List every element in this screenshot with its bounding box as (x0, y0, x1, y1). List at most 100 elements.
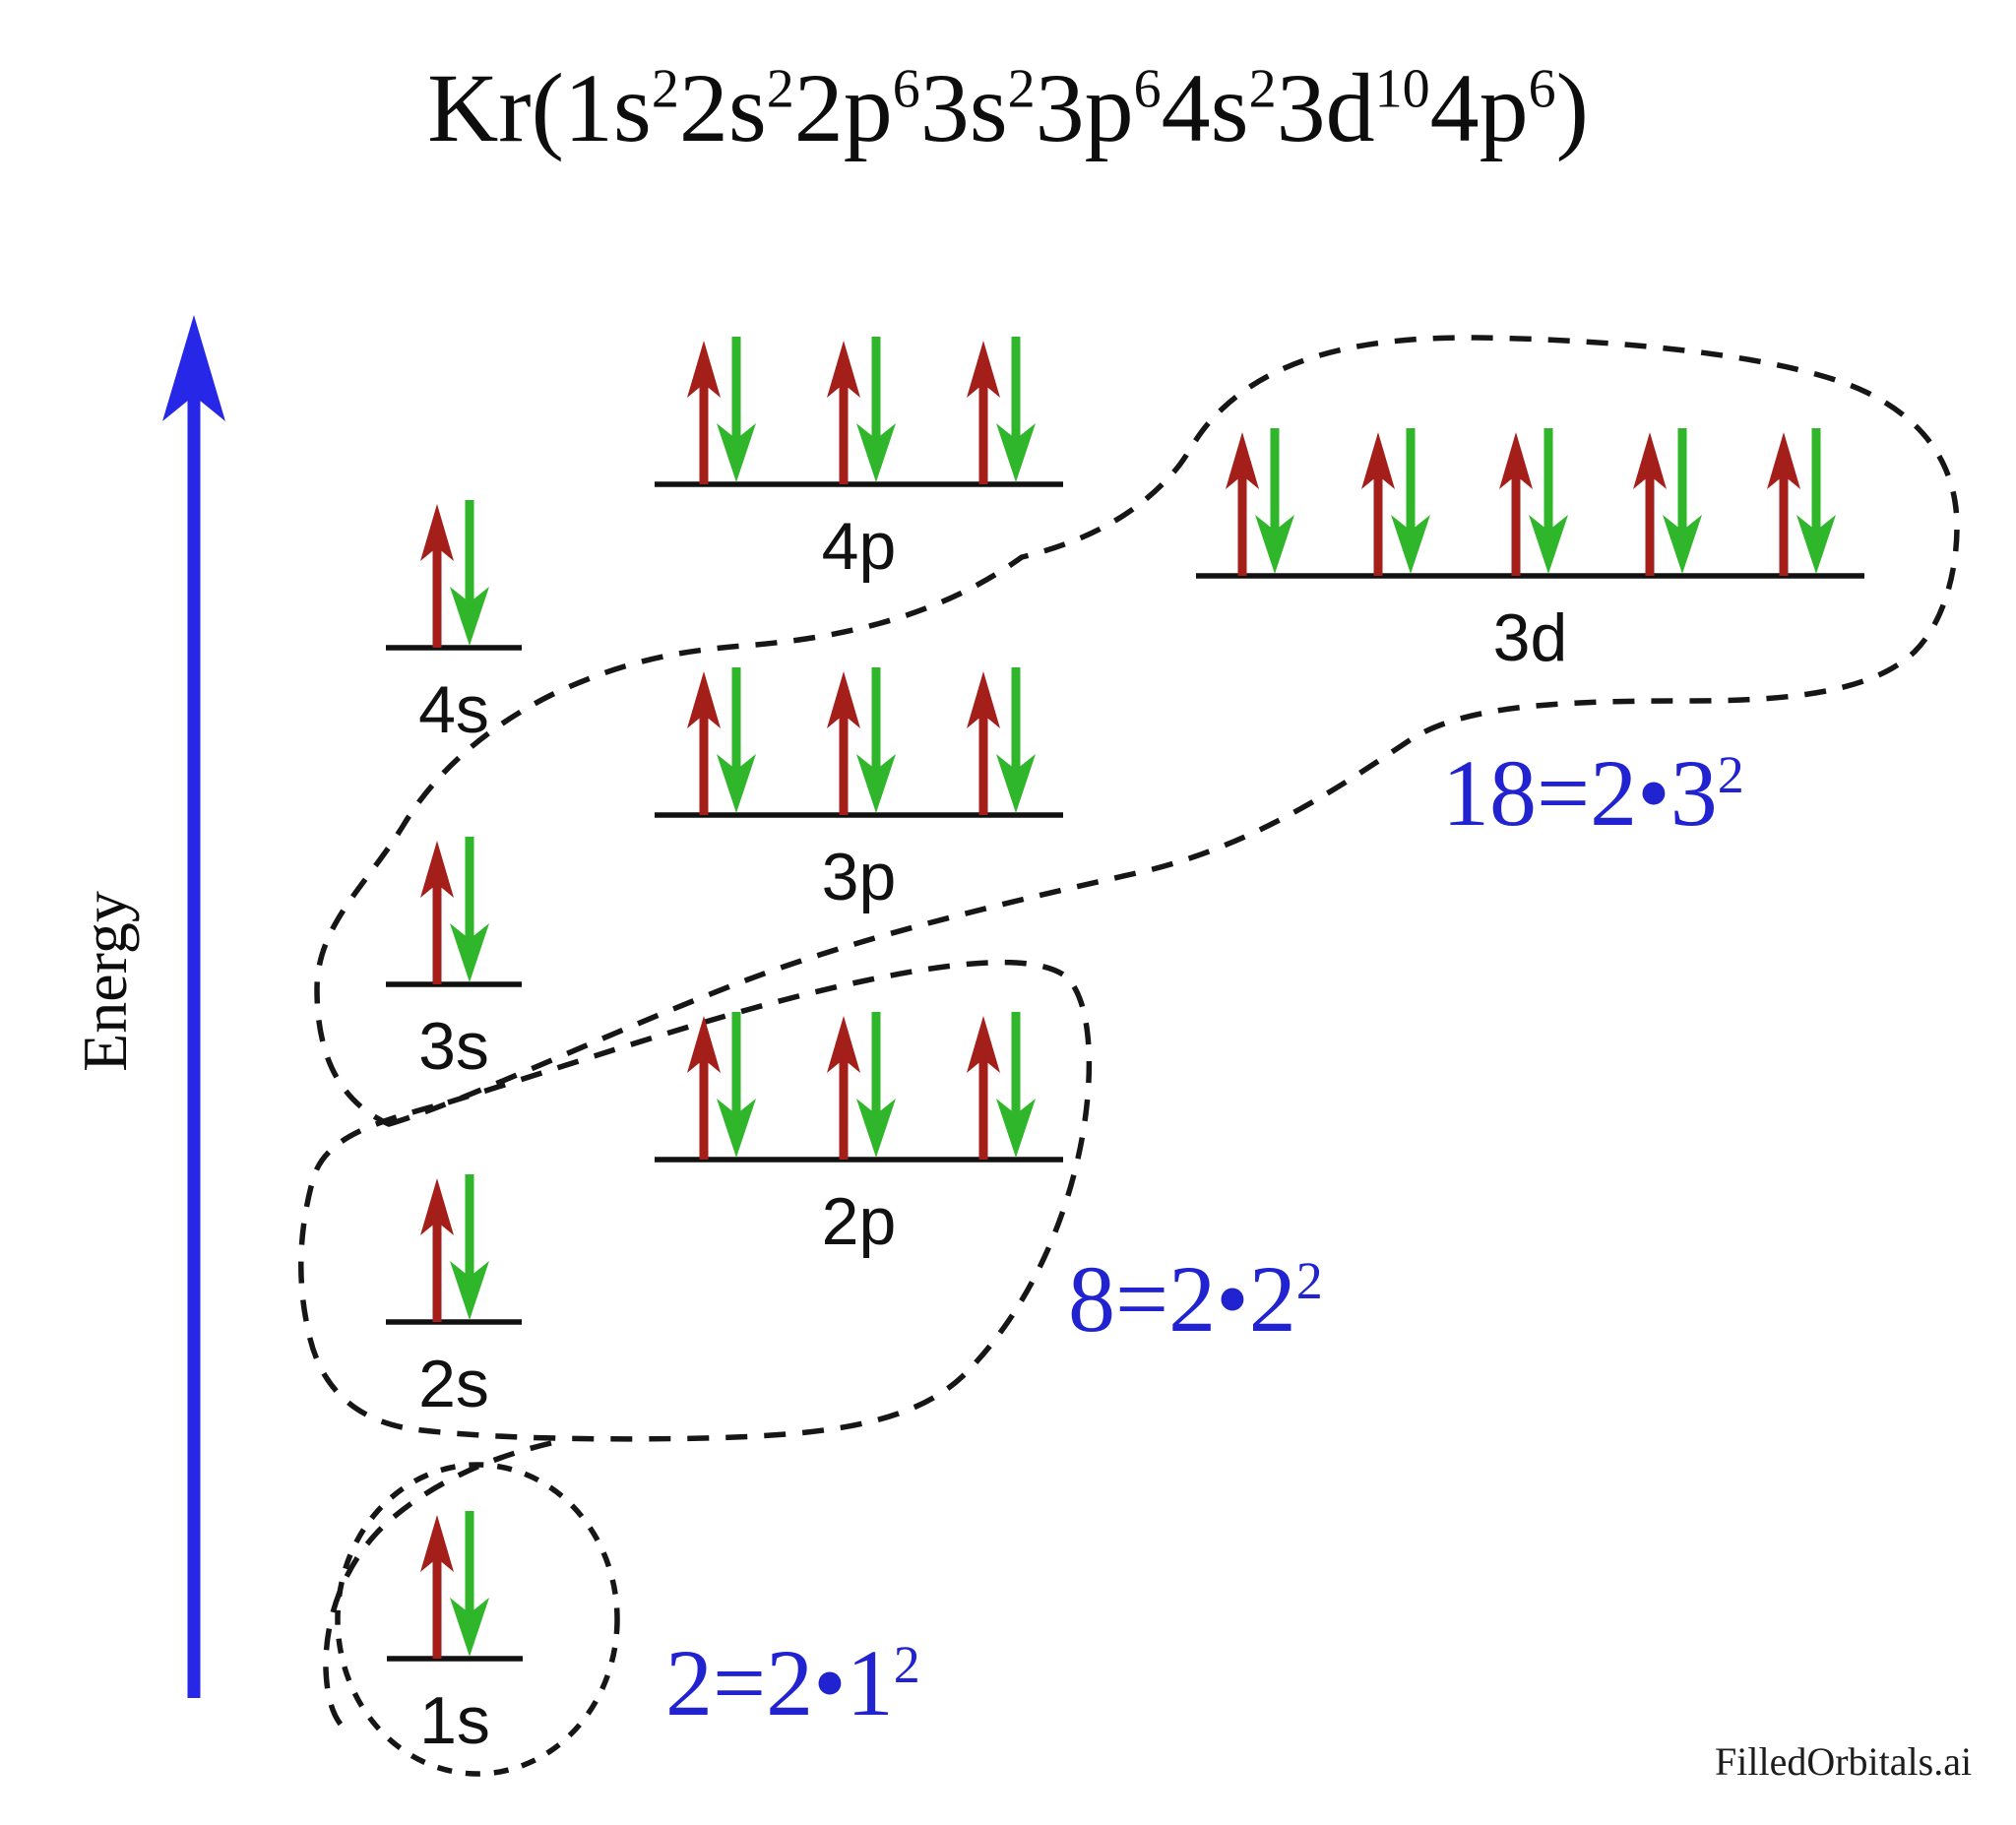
spin-up-arrow-head (420, 841, 454, 898)
spin-up-arrow-stem (1779, 473, 1789, 576)
spin-down-arrow-stem (871, 1012, 881, 1114)
text-segment: 2=2•1 (665, 1630, 894, 1735)
spin-up-arrow-stem (432, 1220, 442, 1322)
spin-up-arrow-head (1499, 432, 1533, 489)
spin-up-arrow-head (827, 671, 860, 728)
spin-up-arrow-stem (978, 1057, 988, 1160)
energy-axis-arrowhead (162, 315, 225, 421)
shell3-formula: 18=2•32 (1442, 746, 1744, 841)
orbital-label-1s: 1s (419, 1683, 490, 1758)
text-segment: 2p (793, 53, 893, 162)
shell1-formula: 2=2•12 (665, 1636, 920, 1731)
spin-down-arrow-head (1663, 515, 1702, 574)
orbital-label-3s: 3s (418, 1009, 489, 1084)
spin-down-arrow-stem (1406, 428, 1416, 531)
page-title: Kr(1s22s22p63s23p64s23d104p6) (0, 51, 2016, 164)
spin-up-arrow-head (1633, 432, 1667, 489)
text-segment: 18=2•3 (1442, 740, 1718, 846)
superscript: 2 (1295, 1251, 1323, 1310)
spin-up-arrow-head (967, 341, 1000, 398)
spin-down-arrow-head (717, 423, 756, 482)
spin-up-arrow-stem (432, 1556, 442, 1659)
spin-down-arrow-stem (871, 337, 881, 439)
superscript: 2 (893, 1635, 920, 1694)
spin-down-arrow-stem (465, 1511, 474, 1613)
spin-up-arrow-head (1226, 432, 1259, 489)
shell1-outline (335, 1462, 620, 1777)
superscript: 6 (1133, 58, 1162, 120)
superscript: 2 (766, 58, 794, 120)
spin-down-arrow-head (856, 423, 896, 482)
spin-down-arrow-stem (1011, 1012, 1021, 1114)
spin-down-arrow-stem (1011, 337, 1021, 439)
spin-up-arrow-stem (839, 713, 849, 815)
spin-down-arrow-head (450, 1598, 489, 1657)
spin-up-arrow-head (687, 341, 721, 398)
spin-down-arrow-head (1796, 515, 1836, 574)
text-segment: 3p (1035, 53, 1134, 162)
spin-up-arrow-head (1361, 432, 1395, 489)
orbital-2p: 2p (655, 1012, 1063, 1259)
spin-up-arrow-head (687, 1016, 721, 1073)
orbital-3d: 3d (1196, 428, 1864, 675)
spin-down-arrow-stem (1011, 667, 1021, 770)
orbital-label-3p: 3p (822, 840, 897, 914)
text-segment: 4s (1161, 53, 1249, 162)
spin-up-arrow-stem (699, 382, 709, 484)
text-segment: 2s (678, 53, 767, 162)
spin-down-arrow-stem (1544, 428, 1553, 531)
spin-down-arrow-stem (465, 500, 474, 602)
orbital-4s: 4s (386, 500, 522, 747)
spin-down-arrow-head (450, 923, 489, 982)
spin-up-arrow-stem (839, 1057, 849, 1160)
spin-down-arrow-head (450, 1261, 489, 1320)
orbital-2s: 2s (386, 1174, 522, 1421)
shell2-formula: 8=2•22 (1068, 1252, 1323, 1347)
spin-up-arrow-head (827, 1016, 860, 1073)
spin-down-arrow-stem (731, 1012, 741, 1114)
spin-down-arrow-head (856, 754, 896, 813)
spin-up-arrow-stem (1645, 473, 1655, 576)
spin-up-arrow-head (420, 504, 454, 561)
spin-down-arrow-head (996, 754, 1036, 813)
spin-down-arrow-head (717, 1099, 756, 1158)
spin-up-arrow-head (420, 1178, 454, 1235)
spin-up-arrow-head (1767, 432, 1800, 489)
spin-up-arrow-stem (1511, 473, 1521, 576)
spin-down-arrow-head (1255, 515, 1294, 574)
spin-up-arrow-head (420, 1515, 454, 1572)
text-segment: 8=2•2 (1068, 1246, 1296, 1352)
spin-down-arrow-stem (465, 1174, 474, 1277)
orbital-label-2p: 2p (822, 1184, 897, 1259)
spin-down-arrow-stem (871, 667, 881, 770)
spin-up-arrow-stem (1237, 473, 1247, 576)
spin-down-arrow-stem (465, 837, 474, 939)
orbital-3p: 3p (655, 667, 1063, 914)
superscript: 6 (892, 58, 920, 120)
orbital-3s: 3s (386, 837, 522, 1084)
spin-up-arrow-stem (432, 545, 442, 648)
spin-up-arrow-head (967, 1016, 1000, 1073)
spin-up-arrow-stem (978, 382, 988, 484)
superscript: 2 (1717, 745, 1744, 804)
text-segment: ) (1555, 53, 1589, 162)
spin-down-arrow-head (996, 423, 1036, 482)
orbital-1s: 1s (387, 1511, 523, 1758)
spin-up-arrow-stem (839, 382, 849, 484)
spin-up-arrow-stem (1373, 473, 1383, 576)
spin-down-arrow-head (1529, 515, 1568, 574)
spin-down-arrow-head (856, 1099, 896, 1158)
shell2-outline (298, 959, 1093, 1442)
spin-down-arrow-head (717, 754, 756, 813)
spin-down-arrow-stem (1677, 428, 1687, 531)
spin-down-arrow-head (450, 587, 489, 646)
spin-up-arrow-stem (978, 713, 988, 815)
orbitals-layer: 4p 3d 4s 3p 3s 2p 2s 1s (386, 337, 1864, 1758)
text-segment: 3d (1276, 53, 1375, 162)
text-segment: Kr(1s (427, 53, 652, 162)
orbital-label-4p: 4p (822, 509, 897, 584)
superscript: 2 (1007, 58, 1036, 120)
watermark: FilledOrbitals.ai (1715, 1739, 1973, 1784)
